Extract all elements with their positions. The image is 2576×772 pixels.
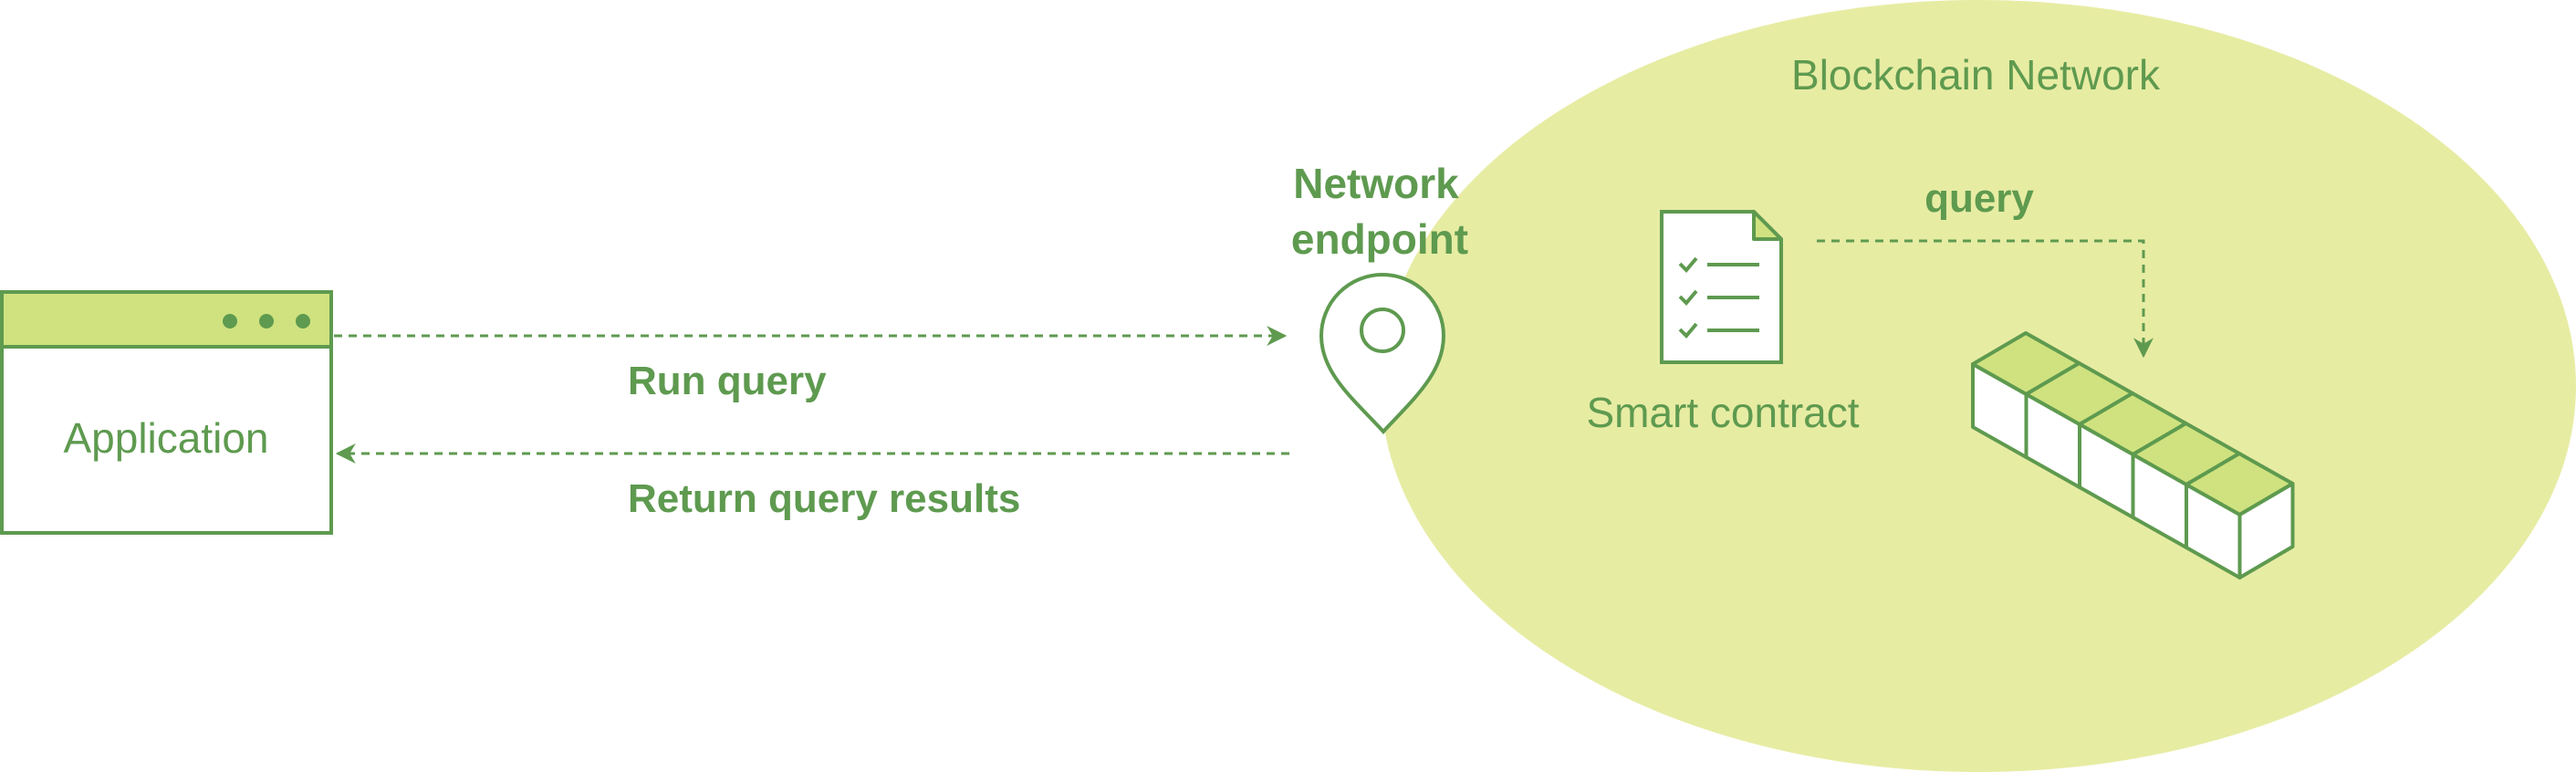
application-window[interactable]: Application bbox=[0, 290, 333, 535]
map-pin-icon[interactable] bbox=[1319, 273, 1446, 434]
endpoint-label-line1: Network bbox=[1293, 160, 1459, 207]
return-results-label: Return query results bbox=[628, 476, 1020, 521]
run-query-label: Run query bbox=[628, 359, 827, 403]
application-label: Application bbox=[63, 414, 268, 462]
window-dot-icon bbox=[259, 314, 274, 329]
blockchain-network-label: Blockchain Network bbox=[1791, 51, 2161, 99]
document-checklist-icon[interactable] bbox=[1660, 210, 1783, 364]
window-dot-icon bbox=[223, 314, 237, 329]
application-titlebar bbox=[0, 290, 333, 349]
endpoint-label-line2: endpoint bbox=[1291, 215, 1468, 263]
window-dot-icon bbox=[296, 314, 310, 329]
blockchain-blocks-icon[interactable] bbox=[1971, 331, 2295, 579]
query-label: query bbox=[1924, 176, 2034, 221]
block-end-face bbox=[2237, 482, 2295, 579]
query-arrow bbox=[1817, 239, 2154, 359]
smart-contract-label: Smart contract bbox=[1586, 389, 1859, 436]
